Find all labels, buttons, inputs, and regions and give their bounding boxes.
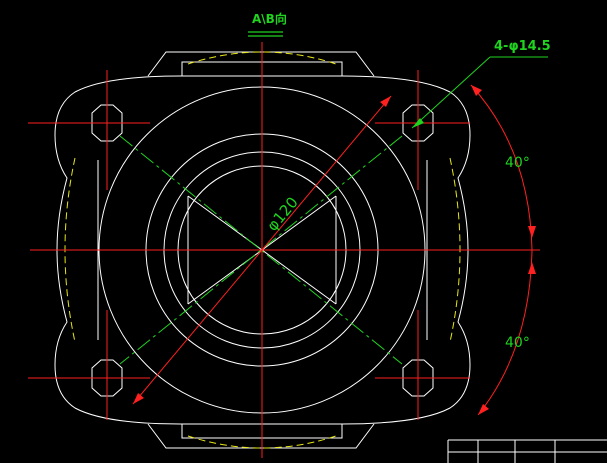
diameter-label: φ120 <box>263 193 302 234</box>
hole-callout: 4-φ14.5 <box>411 39 551 129</box>
diagonal-centerlines <box>119 135 403 365</box>
angle-lower-label: 40° <box>505 335 530 351</box>
bolt-holes <box>91 104 434 397</box>
bolt-hole-top-right <box>402 104 434 142</box>
angle-dimensions: 40° 40° <box>470 84 536 416</box>
title-block <box>447 439 607 463</box>
angle-upper-label: 40° <box>505 155 530 171</box>
bolt-hole-bottom-right <box>402 359 434 397</box>
bolt-hole-top-left <box>91 104 123 142</box>
red-centerlines <box>28 42 540 458</box>
view-title: A\B向 <box>252 11 287 26</box>
hole-callout-label: 4-φ14.5 <box>494 39 551 54</box>
bolt-hole-bottom-left <box>91 359 123 397</box>
